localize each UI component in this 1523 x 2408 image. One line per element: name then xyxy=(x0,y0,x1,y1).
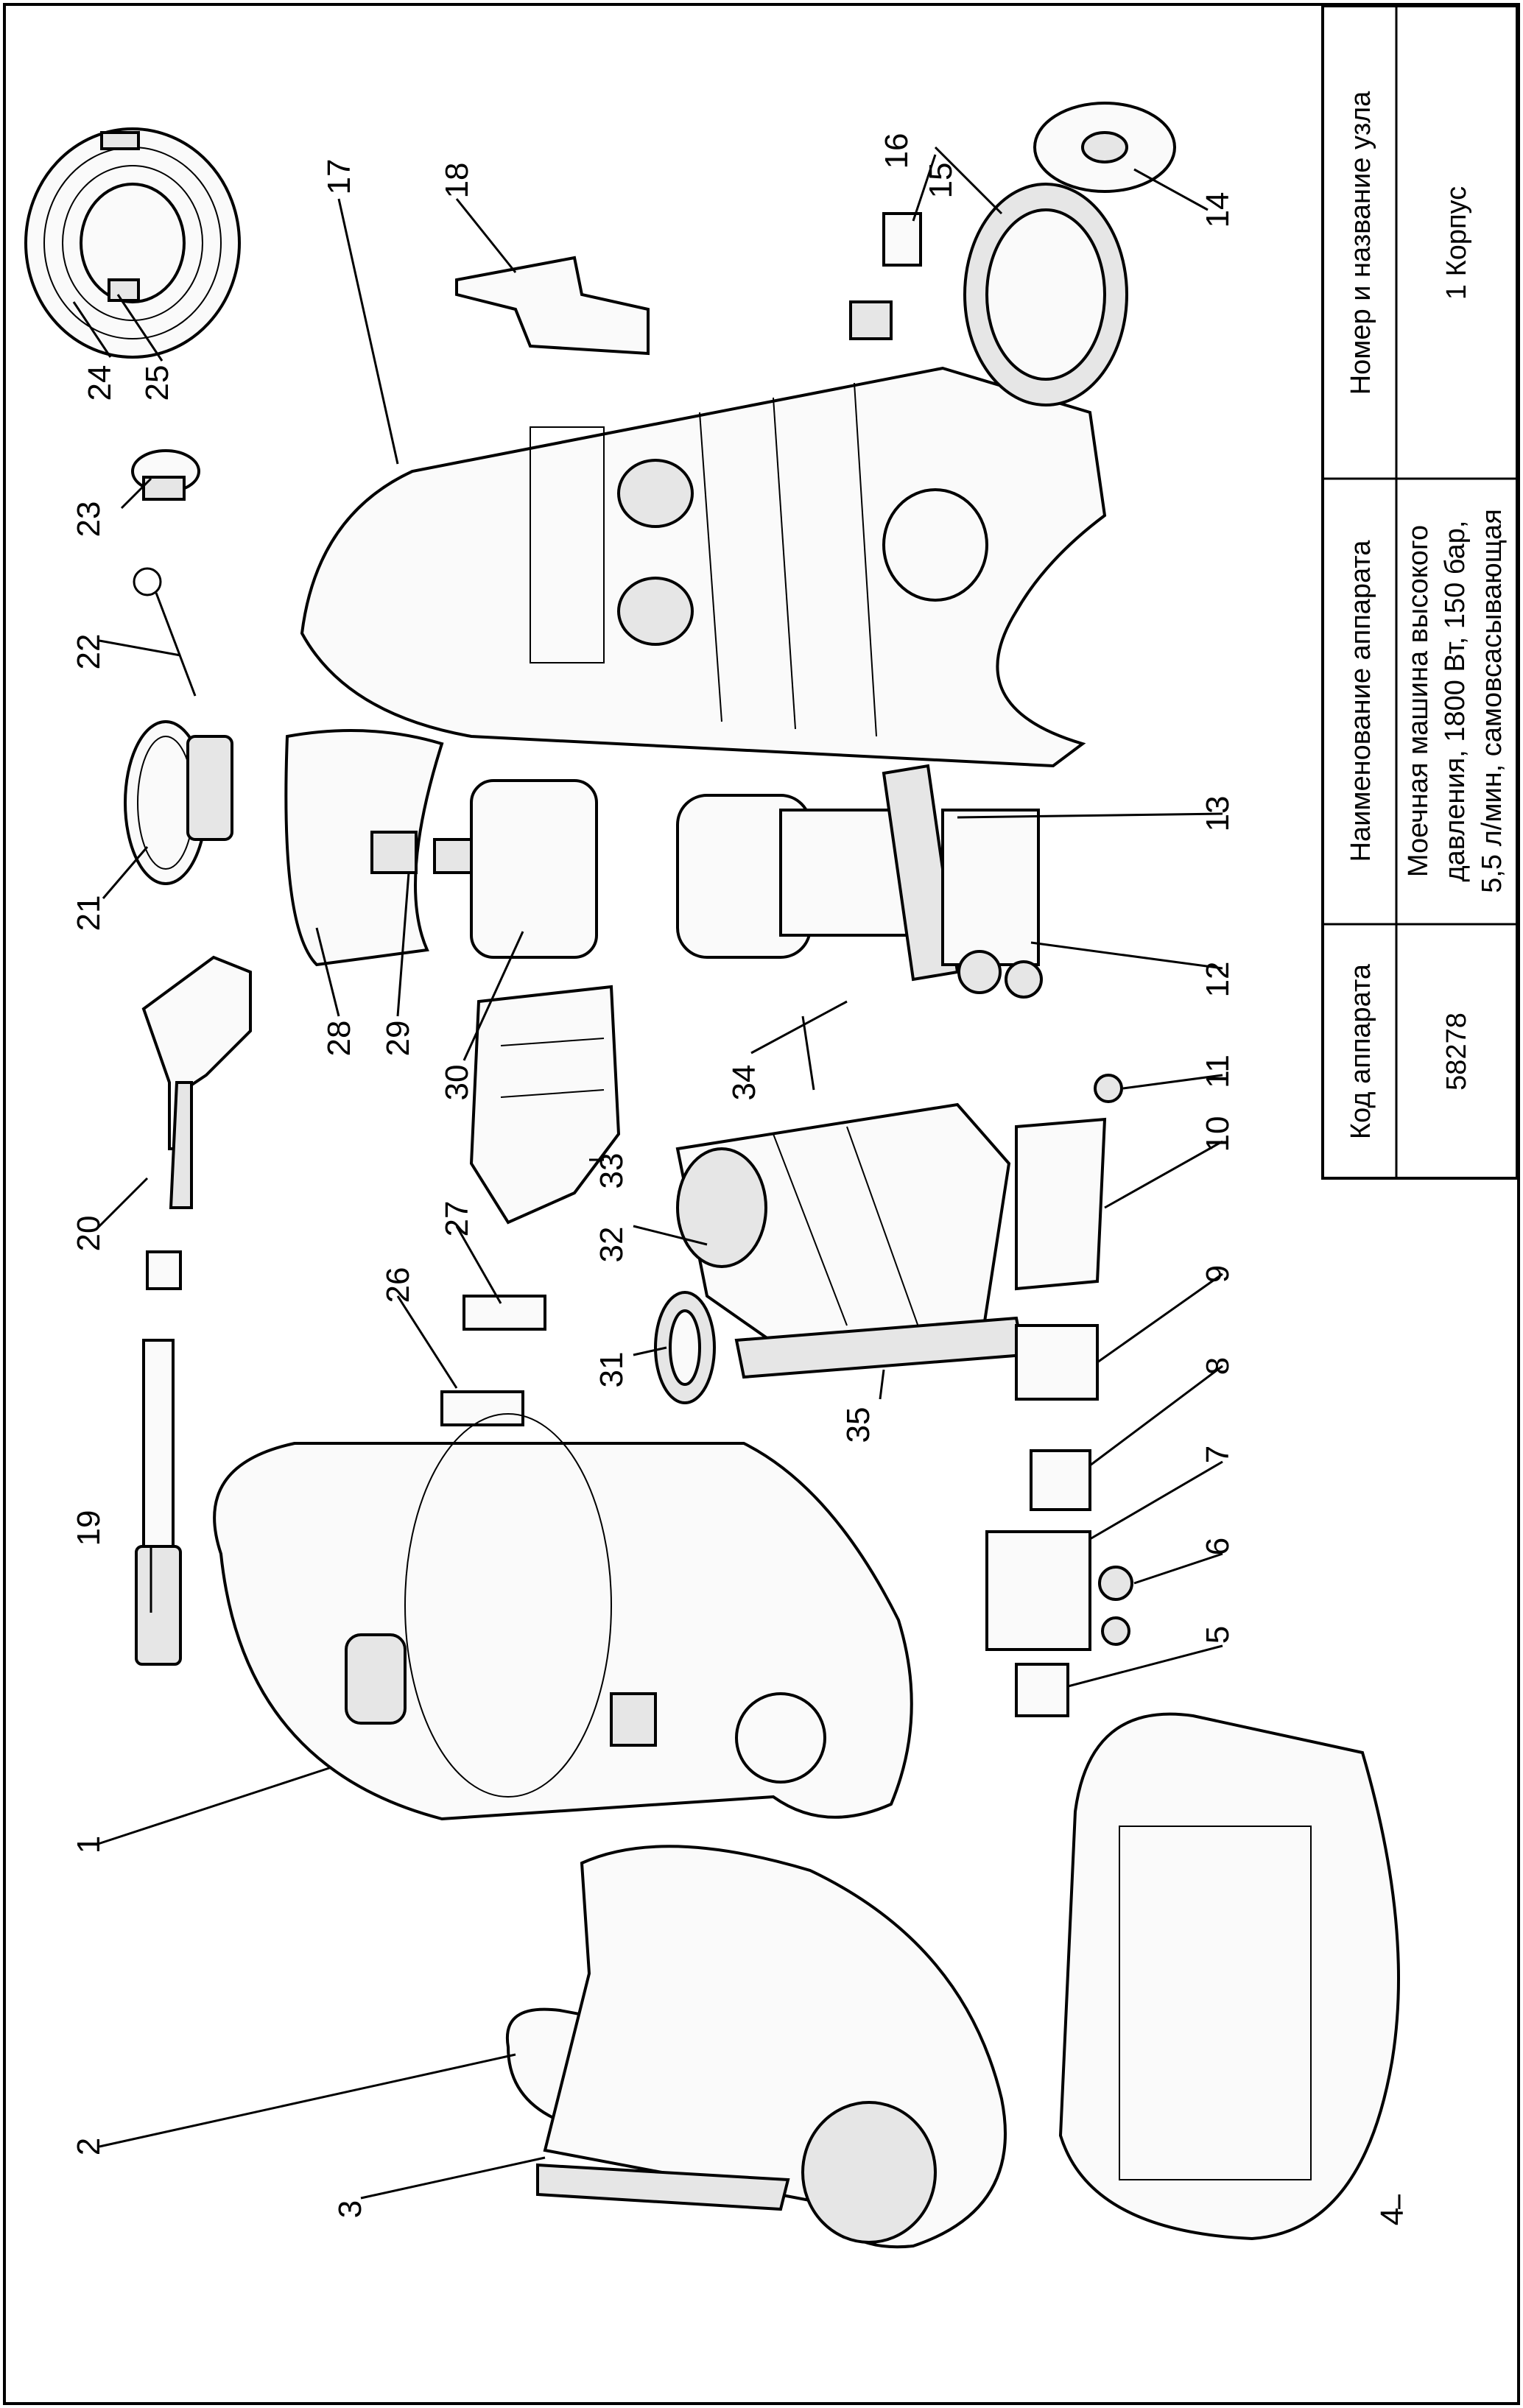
plug-drawing xyxy=(849,212,922,340)
base-shell-drawing xyxy=(1058,1712,1400,2241)
callout-26: 26 xyxy=(380,1267,416,1303)
base-plate-drawing xyxy=(1015,1117,1107,1291)
ring-drawing xyxy=(654,1291,716,1404)
hose-drawing xyxy=(124,720,233,885)
callout-2: 2 xyxy=(71,2138,107,2155)
callout-33: 33 xyxy=(594,1153,630,1189)
callout-3: 3 xyxy=(332,2200,368,2218)
callout-25: 25 xyxy=(139,365,175,401)
callout-29: 29 xyxy=(380,1021,416,1057)
motor-housing-drawing xyxy=(675,1102,1011,1357)
callout-24: 24 xyxy=(82,365,118,401)
row-assembly: 1 Корпус xyxy=(1441,186,1472,300)
callout-18: 18 xyxy=(439,163,475,199)
motor-pump-drawing xyxy=(676,764,1043,999)
callout-32: 32 xyxy=(594,1227,630,1263)
hose-coil-drawing xyxy=(24,127,241,359)
handle-drawing xyxy=(455,256,650,356)
leader-lines xyxy=(72,146,1401,2209)
callout-1: 1 xyxy=(71,1836,107,1853)
callout-34: 34 xyxy=(726,1065,762,1101)
callout-28: 28 xyxy=(321,1021,357,1057)
callout-19: 19 xyxy=(71,1510,107,1546)
callout-9: 9 xyxy=(1200,1265,1236,1283)
pin-drawing xyxy=(133,567,197,697)
callout-7: 7 xyxy=(1200,1446,1236,1463)
callout-15: 15 xyxy=(923,163,959,199)
row-model-line-1: Моечная машина высокого xyxy=(1403,525,1434,877)
bracket-drawing xyxy=(440,1295,546,1426)
callout-11: 11 xyxy=(1200,1055,1236,1088)
lance-drawing xyxy=(135,1339,182,1666)
small-parts-drawing xyxy=(985,1074,1133,1717)
callout-30: 30 xyxy=(439,1065,475,1101)
chassis-drawing xyxy=(300,366,1107,768)
row-model-line-2: давления, 1800 Вт, 150 бар, xyxy=(1440,521,1471,882)
row-model-line-3: 5,5 л/мин, самовсасывающая xyxy=(1477,509,1508,893)
hub-cap-drawing xyxy=(1033,102,1176,193)
callout-16: 16 xyxy=(879,133,915,169)
callout-4: 4 xyxy=(1374,2208,1410,2225)
motor-cover-drawing xyxy=(469,985,621,1225)
callout-17: 17 xyxy=(321,159,357,195)
spray-gun-drawing xyxy=(141,955,252,1290)
header-assembly: Номер и название узла xyxy=(1346,91,1376,395)
fitting-drawing xyxy=(131,449,200,501)
callout-10: 10 xyxy=(1200,1116,1236,1152)
tank-drawing xyxy=(284,729,598,967)
front-shell-drawing xyxy=(213,1413,913,1821)
row-code: 58278 xyxy=(1441,1013,1472,1091)
callout-20: 20 xyxy=(71,1216,107,1252)
callout-13: 13 xyxy=(1200,796,1236,832)
wheel-drawing xyxy=(963,183,1128,406)
info-table: Код аппарата Наименование аппарата Номер… xyxy=(1321,4,1519,1180)
callout-5: 5 xyxy=(1200,1626,1236,1644)
callout-12: 12 xyxy=(1200,962,1236,998)
callout-21: 21 xyxy=(71,895,107,932)
callout-31: 31 xyxy=(594,1352,630,1388)
callout-labels: 1 2 3 4 5 6 7 8 9 10 11 12 13 14 15 16 1… xyxy=(71,133,1410,2226)
callout-35: 35 xyxy=(840,1407,876,1443)
sheet-border xyxy=(3,3,1520,2405)
callout-14: 14 xyxy=(1200,192,1236,228)
callout-8: 8 xyxy=(1200,1357,1236,1375)
header-model-name: Наименование аппарата xyxy=(1346,540,1376,862)
rod-drawing xyxy=(801,1015,815,1091)
callout-22: 22 xyxy=(71,634,107,670)
callout-27: 27 xyxy=(439,1201,475,1237)
callout-23: 23 xyxy=(71,501,107,538)
rear-shell-drawing xyxy=(536,1845,1007,2249)
header-code: Код аппарата xyxy=(1346,963,1376,1139)
callout-6: 6 xyxy=(1200,1538,1236,1555)
